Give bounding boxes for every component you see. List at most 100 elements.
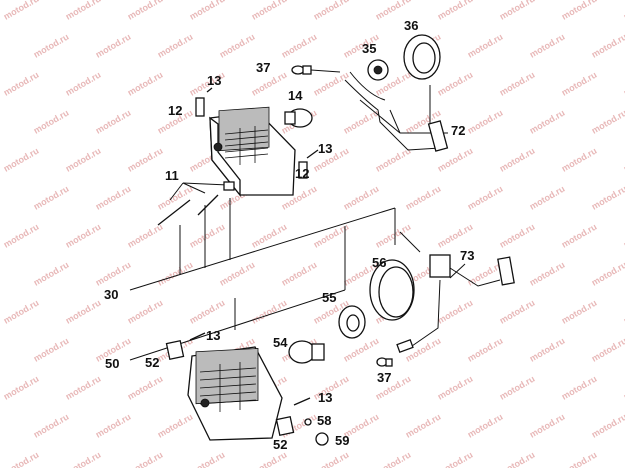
watermark-text: motod.ru xyxy=(94,108,133,136)
watermark-text: motod.ru xyxy=(156,32,195,60)
watermark-text: motod.ru xyxy=(32,184,71,212)
watermark-text: motod.ru xyxy=(218,32,257,60)
watermark-text: motod.ru xyxy=(528,108,567,136)
watermark-text: motod.ru xyxy=(126,0,165,22)
watermark-text: motod.ru xyxy=(32,260,71,288)
label-14: 14 xyxy=(288,88,303,103)
part-labels: 11 12 12 13 13 13 13 14 30 35 36 37 37 5… xyxy=(104,18,474,452)
watermark-text: motod.ru xyxy=(94,412,133,440)
watermark-text: motod.ru xyxy=(188,450,227,468)
watermark-text: motod.ru xyxy=(436,374,475,402)
watermark-text: motod.ru xyxy=(374,222,413,250)
label-12: 12 xyxy=(295,166,309,181)
label-72: 72 xyxy=(451,123,465,138)
watermark-text: motod.ru xyxy=(560,374,599,402)
watermark-text: motod.ru xyxy=(126,70,165,98)
cover-56 xyxy=(369,259,415,321)
watermark-text: motod.ru xyxy=(374,146,413,174)
watermark-text: motod.ru xyxy=(528,336,567,364)
watermark-text: motod.ru xyxy=(218,260,257,288)
watermark-text: motod.ru xyxy=(2,374,41,402)
retaining-ring-55 xyxy=(338,305,366,339)
watermark-text: motod.ru xyxy=(466,32,505,60)
watermark-text: motod.ru xyxy=(590,260,625,288)
watermark-text: motod.ru xyxy=(590,336,625,364)
watermark-text: motod.ru xyxy=(2,0,41,22)
label-37: 37 xyxy=(377,370,391,385)
watermark-text: motod.ru xyxy=(250,0,289,22)
watermark-text: motod.ru xyxy=(280,260,319,288)
upper-lamp-housing xyxy=(209,106,296,197)
watermark-text: motod.ru xyxy=(436,222,475,250)
watermark-text: motod.ru xyxy=(312,70,351,98)
label-54: 54 xyxy=(273,335,288,350)
connector-72 xyxy=(427,120,449,152)
watermark-text: motod.ru xyxy=(498,298,537,326)
watermark-text: motod.ru xyxy=(64,222,103,250)
label-13: 13 xyxy=(207,73,221,88)
bulb-14 xyxy=(284,108,313,128)
watermark-text: motod.ru xyxy=(64,450,103,468)
watermark-text: motod.ru xyxy=(436,298,475,326)
watermark-text: motod.ru xyxy=(126,450,165,468)
label-35: 35 xyxy=(362,41,376,56)
watermark-text: motod.ru xyxy=(528,184,567,212)
watermark-text: motod.ru xyxy=(528,412,567,440)
watermark-text: motod.ru xyxy=(436,0,475,22)
watermark-text: motod.ru xyxy=(64,146,103,174)
label-52: 52 xyxy=(273,437,287,452)
watermark-text: motod.ru xyxy=(126,146,165,174)
bulb-37-upper xyxy=(291,65,341,75)
label-13: 13 xyxy=(206,328,220,343)
watermark-text: motod.ru xyxy=(528,32,567,60)
watermark-text: motod.ru xyxy=(94,184,133,212)
connector-73 xyxy=(396,254,515,353)
watermark-text: motod.ru xyxy=(2,222,41,250)
watermark-text: motod.ru xyxy=(2,146,41,174)
watermark-text: motod.ru xyxy=(188,0,227,22)
watermark-text: motod.ru xyxy=(312,0,351,22)
watermark-text: motod.ru xyxy=(466,184,505,212)
watermark-text: motod.ru xyxy=(466,412,505,440)
watermark-text: motod.ru xyxy=(280,32,319,60)
watermark-text: motod.ru xyxy=(94,260,133,288)
watermark-text: motod.ru xyxy=(498,450,537,468)
cover-36 xyxy=(403,34,441,80)
watermark-text: motod.ru xyxy=(560,70,599,98)
label-73: 73 xyxy=(460,248,474,263)
watermark-text: motod.ru xyxy=(560,222,599,250)
watermark-text: motod.ru xyxy=(498,374,537,402)
watermark-text: motod.ru xyxy=(64,374,103,402)
watermark-text: motod.ru xyxy=(560,0,599,22)
watermark-text: motod.ru xyxy=(498,70,537,98)
watermark-text: motod.ru xyxy=(2,70,41,98)
watermark-text: motod.ru xyxy=(590,412,625,440)
watermark-text: motod.ru xyxy=(32,412,71,440)
watermark-text: motod.ru xyxy=(126,298,165,326)
watermark-text: motod.ru xyxy=(590,108,625,136)
watermark-text: motod.ru xyxy=(404,184,443,212)
socket-35 xyxy=(344,59,441,151)
watermark-text: motod.ru xyxy=(126,374,165,402)
watermark-text: motod.ru xyxy=(436,450,475,468)
watermark-text: motod.ru xyxy=(64,0,103,22)
label-36: 36 xyxy=(404,18,418,33)
watermark-text: motod.ru xyxy=(250,222,289,250)
label-37: 37 xyxy=(256,60,270,75)
watermark-text: motod.ru xyxy=(590,184,625,212)
watermark-text: motod.ru xyxy=(250,298,289,326)
watermark-text: motod.ru xyxy=(342,336,381,364)
watermark-text: motod.ru xyxy=(498,146,537,174)
upper-screws xyxy=(157,87,319,226)
watermark-text: motod.ru xyxy=(590,32,625,60)
watermark-text: motod.ru xyxy=(94,32,133,60)
label-56: 56 xyxy=(372,255,386,270)
label-13: 13 xyxy=(318,390,332,405)
watermark-text: motod.ru xyxy=(466,108,505,136)
watermark-text: motod.ru xyxy=(466,336,505,364)
label-12: 12 xyxy=(168,103,182,118)
bulb-54 xyxy=(288,340,325,364)
watermark-text: motod.ru xyxy=(404,412,443,440)
label-52: 52 xyxy=(145,355,159,370)
